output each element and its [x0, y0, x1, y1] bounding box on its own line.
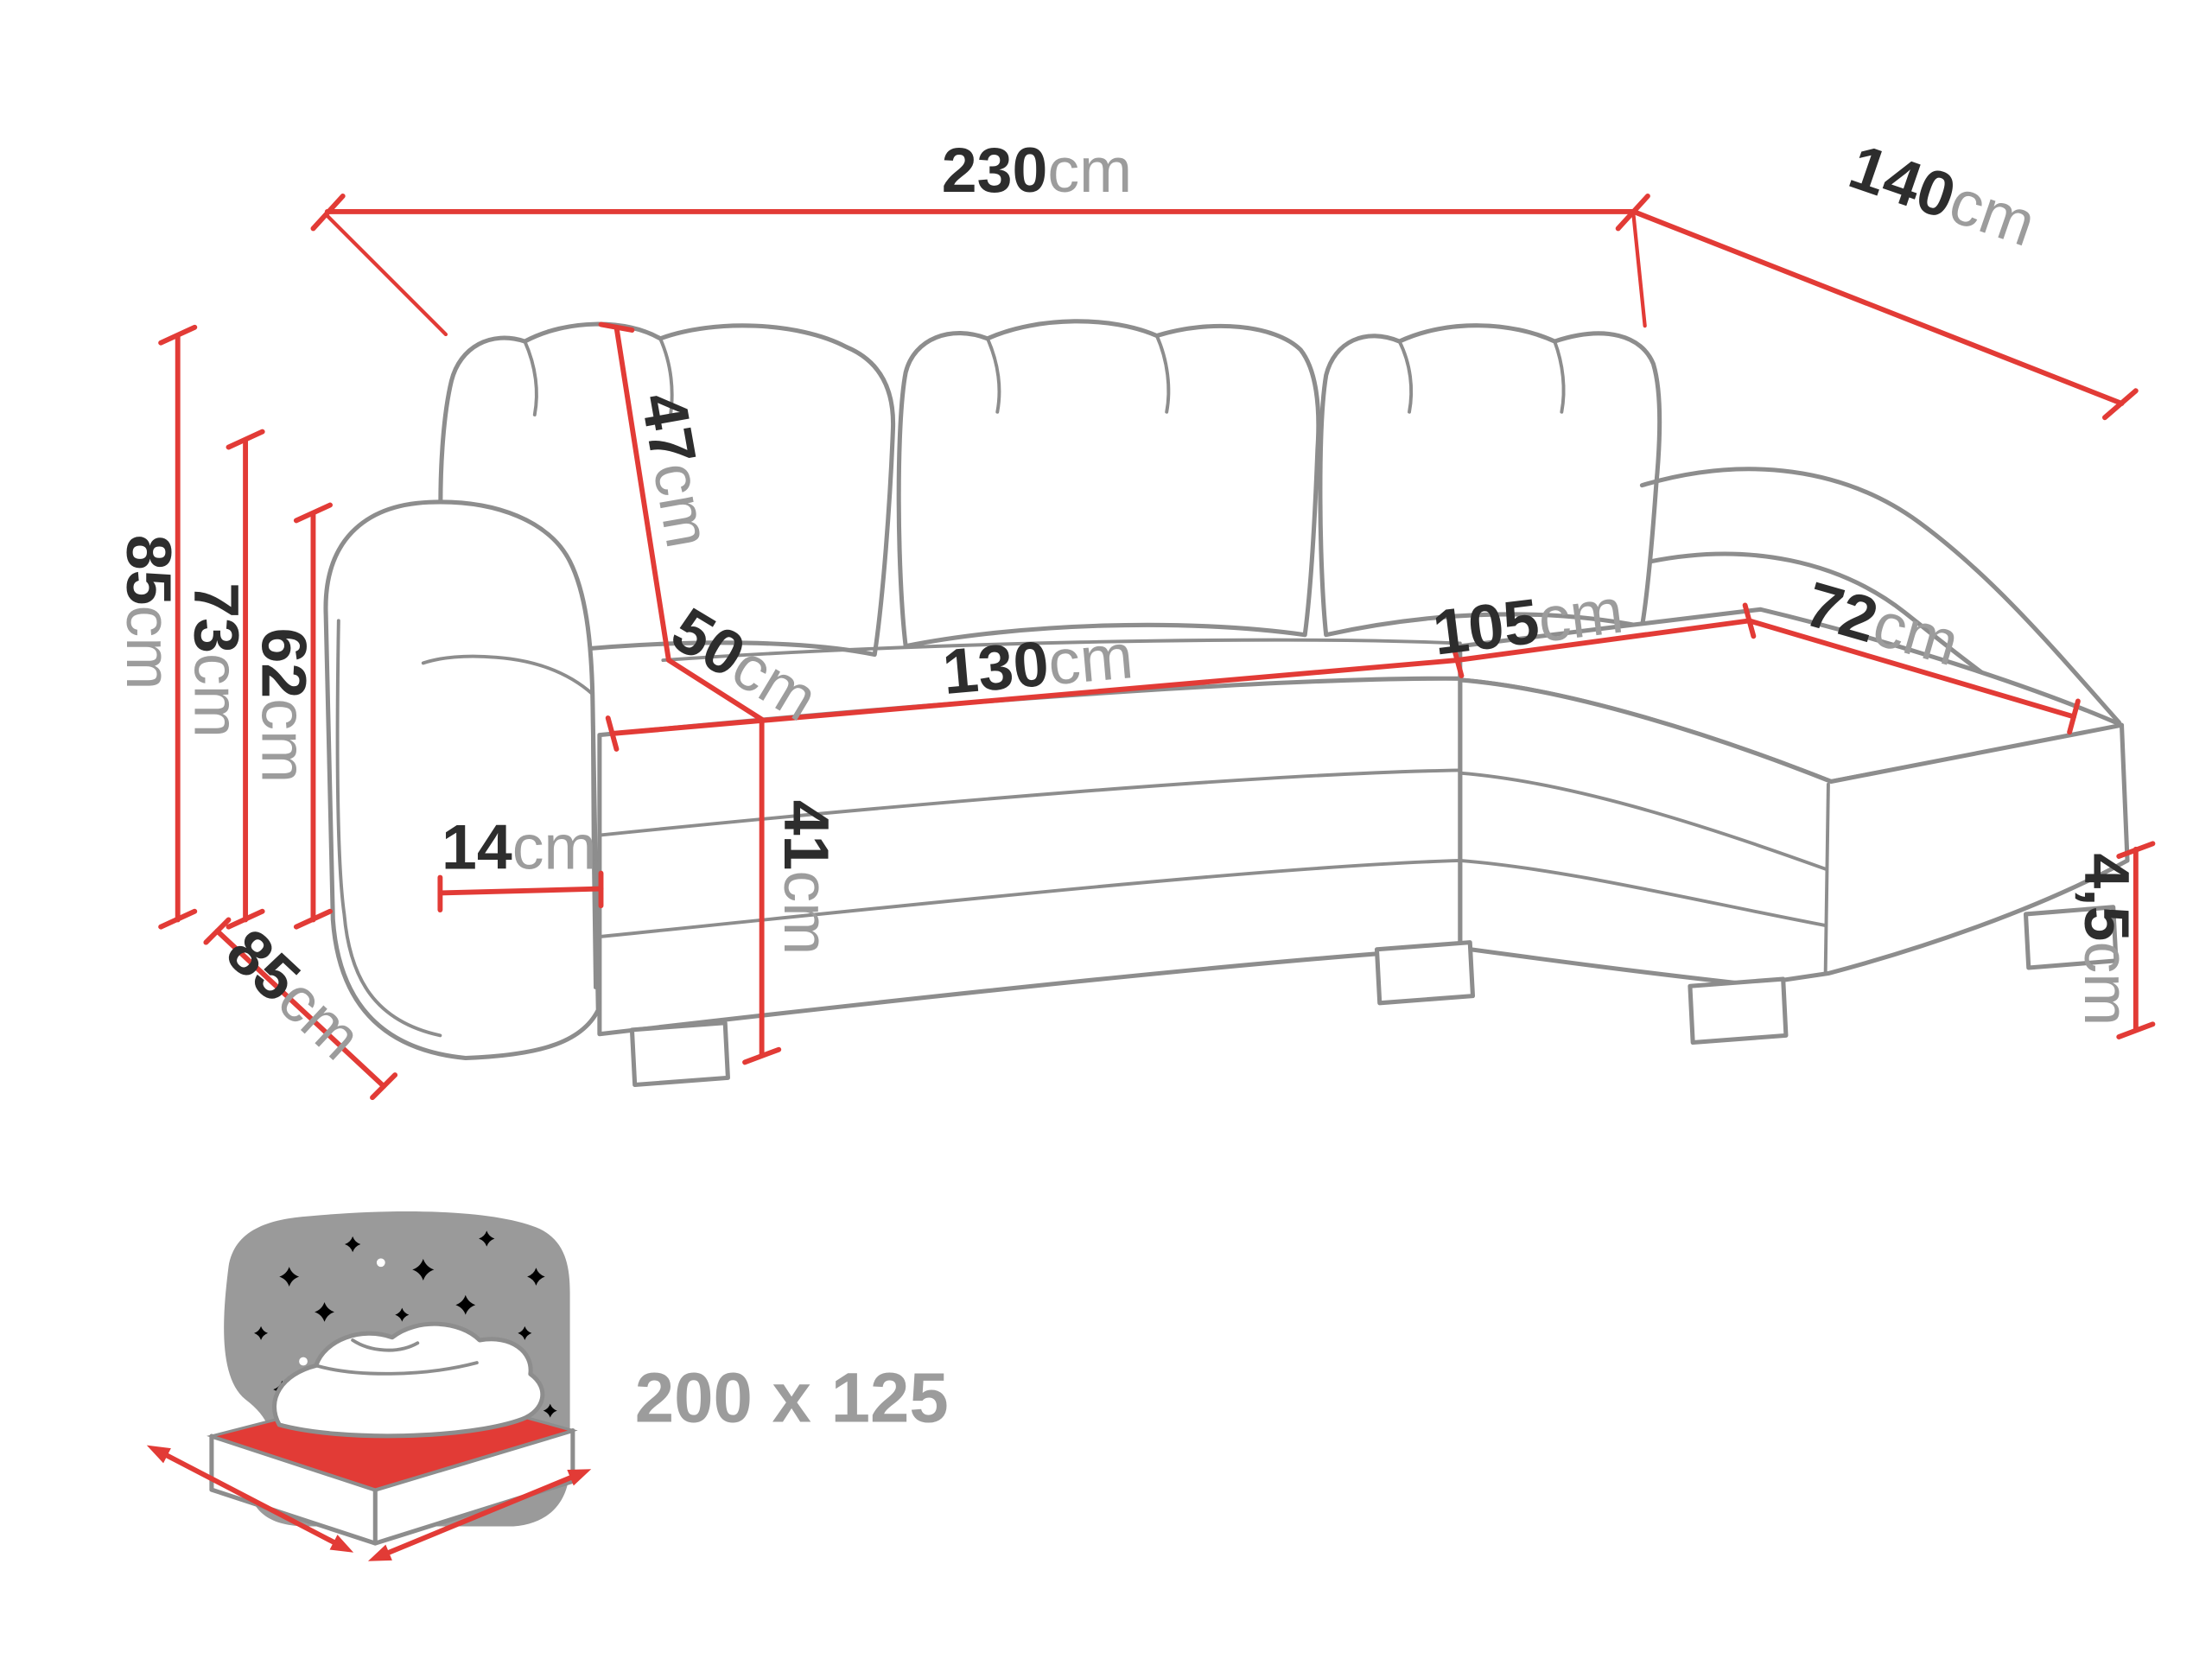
label-seat-width: 130cm [940, 620, 1136, 708]
dim-line-seat-widths [609, 618, 2076, 736]
chaise-base [1458, 677, 2130, 988]
dim-line-side-depth [1630, 208, 2125, 406]
measure-arrows [146, 1445, 592, 1561]
sofa-base [597, 676, 1463, 1037]
label-back-height: 73cm [181, 582, 252, 738]
label-side-depth: 140cm [1841, 130, 2044, 260]
label-total-width: 230cm [942, 134, 1132, 206]
label-back-cushion-height: 47cm [627, 387, 725, 552]
dim-line-back-cushion [613, 324, 765, 722]
sleeping-area-size-label: 200 x 125 [635, 1359, 949, 1438]
sofa-leg [1688, 976, 1789, 1046]
label-seat-height: 41cm [771, 800, 842, 956]
sofa-leg [2023, 905, 2119, 970]
dim-line-base-depth [214, 928, 387, 1090]
label-leg-height: 4,5cm [2071, 853, 2143, 1026]
back-cushion-right [1318, 323, 1662, 638]
sofa-legs [629, 905, 2119, 1088]
label-corner-seat-length: 105cm [1429, 575, 1627, 669]
sofa-bed-sleeping-area-icon: 200 x 125 [146, 1211, 949, 1561]
label-total-height: 85cm [113, 535, 185, 690]
label-armrest-width: 14cm [442, 811, 597, 883]
sofa-leg [629, 1020, 730, 1088]
sofa-line-art [323, 319, 2130, 1088]
dim-line-armrest-width [437, 886, 604, 896]
armrest-left [323, 499, 601, 1061]
sofa-leg [1374, 940, 1476, 1006]
back-cushion-middle [896, 319, 1321, 649]
label-armrest-height: 62cm [249, 628, 321, 784]
dimension-lines [158, 194, 2156, 1101]
seat-back-crease [661, 638, 1462, 663]
